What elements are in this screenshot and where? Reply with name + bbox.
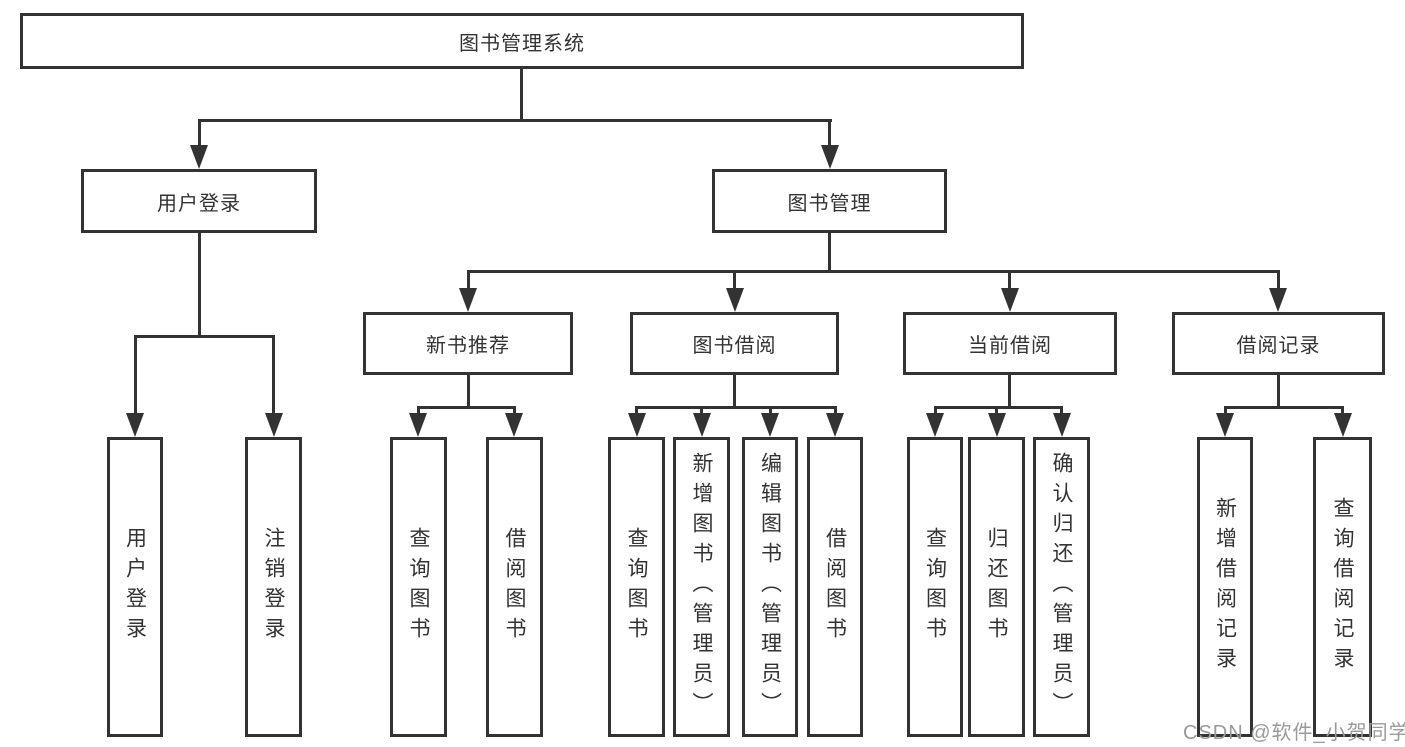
- leaf-borrow-borrow-book-label: 借阅图书: [823, 527, 847, 647]
- leaf-add-book-admin: 新增图书（管理员）: [673, 437, 730, 737]
- connector-drop-cb-return: [995, 406, 998, 415]
- leaf-add-book-admin-label: 新增图书（管理员）: [690, 452, 713, 722]
- node-current-borrow: 当前借阅: [903, 312, 1117, 375]
- arrowhead-bb-edit: [761, 413, 779, 437]
- node-borrow-records-label: 借阅记录: [1236, 335, 1321, 357]
- node-root-label: 图书管理系统: [459, 32, 585, 55]
- node-book-borrow: 图书借阅: [630, 312, 839, 375]
- leaf-user-login-label: 用户登录: [123, 527, 147, 647]
- leaf-recommend-borrow-book-label: 借阅图书: [503, 527, 526, 647]
- arrowhead-book-management: [821, 145, 839, 169]
- connector-records-bus: [1224, 406, 1344, 409]
- connector-drop-book-management: [828, 119, 831, 147]
- connector-drop-br-add: [1224, 406, 1227, 415]
- connector-book-mgmt-stem: [828, 233, 831, 273]
- connector-drop-book-borrow: [733, 270, 736, 290]
- leaf-add-borrow-record-label: 新增借阅记录: [1213, 497, 1237, 677]
- node-book-management: 图书管理: [712, 169, 947, 233]
- leaf-borrow-query-book: 查询图书: [608, 437, 665, 737]
- leaf-edit-book-admin: 编辑图书（管理员）: [742, 437, 798, 737]
- node-book-borrow-label: 图书借阅: [692, 335, 777, 357]
- node-root: 图书管理系统: [20, 13, 1024, 69]
- connector-current-stem: [1008, 375, 1011, 409]
- node-new-book-recommend: 新书推荐: [363, 312, 573, 375]
- connector-drop-bb-query: [635, 406, 638, 415]
- connector-drop-bb-borrow: [834, 406, 837, 415]
- leaf-confirm-return-admin-label: 确认归还（管理员）: [1050, 452, 1073, 722]
- leaf-query-borrow-record-label: 查询借阅记录: [1331, 497, 1354, 677]
- connector-borrow-stem: [733, 375, 736, 409]
- leaf-return-book-label: 归还图书: [985, 527, 1008, 647]
- connector-drop-bb-edit: [769, 406, 772, 415]
- arrowhead-nbr-query: [409, 413, 427, 437]
- connector-borrow-bus: [635, 406, 836, 409]
- leaf-add-borrow-record: 新增借阅记录: [1197, 437, 1253, 737]
- arrowhead-bb-add: [693, 413, 711, 437]
- arrowhead-current-borrow: [1001, 288, 1019, 312]
- connector-drop-nbr-borrow: [513, 406, 516, 415]
- leaf-return-book: 归还图书: [968, 437, 1025, 737]
- node-user-login: 用户登录: [81, 169, 317, 233]
- leaf-current-query-book: 查询图书: [907, 437, 963, 737]
- connector-book-mgmt-bus: [467, 270, 1280, 273]
- leaf-borrow-query-book-label: 查询图书: [625, 527, 648, 647]
- connector-root-bus: [198, 119, 832, 122]
- arrowhead-bb-borrow: [826, 413, 844, 437]
- connector-drop-br-query: [1341, 406, 1344, 415]
- connector-drop-user-login: [198, 119, 201, 147]
- arrowhead-user-login: [190, 145, 208, 169]
- arrowhead-cb-return: [988, 413, 1006, 437]
- connector-drop-bb-add: [700, 406, 703, 415]
- arrowhead-borrow-records: [1269, 288, 1287, 312]
- connector-user-login-bus: [134, 335, 275, 338]
- arrowhead-br-query: [1334, 413, 1352, 437]
- arrowhead-new-book-recommend: [459, 288, 477, 312]
- connector-records-stem: [1277, 375, 1280, 409]
- arrowhead-nbr-borrow: [505, 413, 523, 437]
- leaf-confirm-return-admin: 确认归还（管理员）: [1033, 437, 1090, 737]
- leaf-borrow-borrow-book: 借阅图书: [807, 437, 863, 737]
- leaf-current-query-book-label: 查询图书: [923, 527, 947, 647]
- csdn-watermark: CSDN @软件_小贺同学: [1183, 722, 1405, 744]
- arrowhead-cb-confirm: [1053, 413, 1071, 437]
- node-borrow-records: 借阅记录: [1172, 312, 1385, 375]
- leaf-query-borrow-record: 查询借阅记录: [1313, 437, 1372, 737]
- leaf-logout: 注销登录: [245, 437, 302, 737]
- connector-drop-cb-confirm: [1060, 406, 1063, 415]
- connector-current-bus: [934, 406, 1063, 409]
- leaf-recommend-query-book: 查询图书: [390, 437, 447, 737]
- connector-drop-borrow-records: [1277, 270, 1280, 290]
- connector-root-stem: [520, 69, 523, 119]
- arrowhead-bb-query: [628, 413, 646, 437]
- arrowhead-book-borrow: [726, 288, 744, 312]
- arrowhead-br-add: [1216, 413, 1234, 437]
- connector-drop-ul-login: [134, 335, 137, 415]
- connector-drop-cb-query: [934, 406, 937, 415]
- connector-drop-new-book-recommend: [467, 270, 470, 290]
- leaf-user-login: 用户登录: [107, 437, 163, 737]
- node-user-login-label: 用户登录: [157, 192, 241, 215]
- arrowhead-cb-query: [926, 413, 944, 437]
- connector-recommend-stem: [467, 375, 470, 409]
- leaf-recommend-borrow-book: 借阅图书: [486, 437, 543, 737]
- leaf-edit-book-admin-label: 编辑图书（管理员）: [758, 452, 782, 722]
- node-new-book-recommend-label: 新书推荐: [426, 335, 510, 357]
- connector-drop-current-borrow: [1008, 270, 1011, 290]
- connector-recommend-bus: [417, 406, 516, 409]
- connector-drop-ul-logout: [272, 335, 275, 415]
- connector-drop-nbr-query: [417, 406, 420, 415]
- node-book-management-label: 图书管理: [787, 192, 872, 215]
- arrowhead-ul-logout: [265, 413, 283, 437]
- node-current-borrow-label: 当前借阅: [968, 335, 1052, 357]
- leaf-recommend-query-book-label: 查询图书: [407, 527, 430, 647]
- leaf-logout-label: 注销登录: [262, 527, 285, 647]
- arrowhead-ul-login: [126, 413, 144, 437]
- connector-user-login-stem: [198, 233, 201, 338]
